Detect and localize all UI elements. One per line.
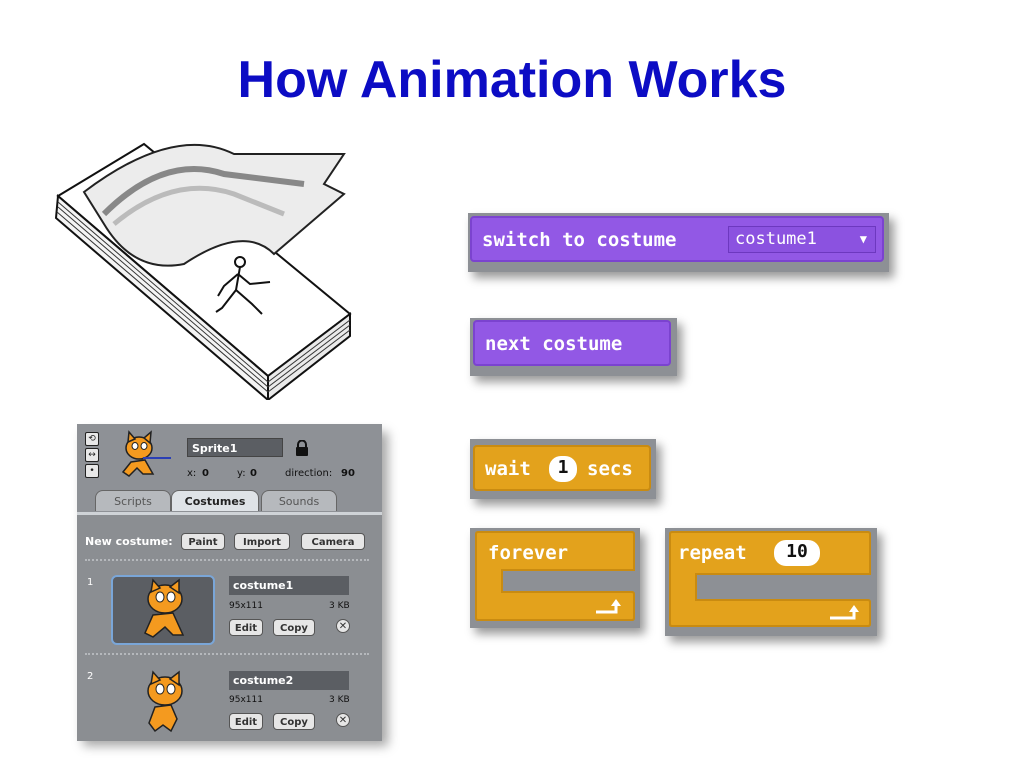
costume1-dimensions: 95x111	[229, 601, 263, 611]
y-value: 0	[250, 468, 257, 479]
sprite-info-header: ⟲ ↔ • Sprite1 x: 0 y: 0 direction: 90 Sc…	[77, 424, 382, 512]
secs-label: secs	[587, 458, 633, 480]
import-button[interactable]: Import	[234, 533, 290, 550]
switch-costume-block[interactable]: switch to costume costume1 ▼	[470, 216, 884, 262]
costumes-pane: New costume: Paint Import Camera 1 costu…	[77, 512, 382, 741]
costume2-dimensions: 95x111	[229, 695, 263, 705]
forever-label: forever	[488, 542, 569, 564]
costume-dropdown-value: costume1	[735, 229, 817, 249]
y-label: y:	[237, 468, 246, 479]
divider	[85, 559, 369, 561]
forever-block[interactable]	[474, 530, 636, 622]
divider	[85, 653, 369, 655]
repeat-label: repeat	[678, 542, 747, 564]
costume1-thumbnail[interactable]	[111, 575, 215, 645]
x-label: x:	[187, 468, 197, 479]
costume2-delete-icon[interactable]: ✕	[336, 713, 350, 727]
wait-block[interactable]: wait 1 secs	[473, 445, 651, 491]
cat-costume2-image[interactable]	[113, 669, 213, 735]
repeat-count-input[interactable]: 10	[774, 540, 820, 566]
costume1-size: 3 KB	[329, 601, 350, 611]
switch-costume-label: switch to costume	[482, 229, 677, 251]
x-value: 0	[202, 468, 209, 479]
sprite-cat-thumbnail	[121, 430, 171, 477]
no-rotate-icon[interactable]: •	[85, 464, 99, 478]
wait-seconds-input[interactable]: 1	[549, 456, 577, 482]
costume1-delete-icon[interactable]: ✕	[336, 619, 350, 633]
paint-button[interactable]: Paint	[181, 533, 225, 550]
dropdown-arrow-icon: ▼	[859, 232, 867, 246]
costume2-edit-button[interactable]: Edit	[229, 713, 263, 730]
next-costume-block[interactable]: next costume	[473, 320, 671, 366]
repeat-block[interactable]	[668, 530, 872, 628]
costume1-edit-button[interactable]: Edit	[229, 619, 263, 636]
rotate-all-around-icon[interactable]: ⟲	[85, 432, 99, 446]
direction-value: 90	[341, 468, 355, 479]
new-costume-label: New costume:	[85, 535, 173, 548]
wait-label: wait	[485, 458, 531, 480]
left-right-flip-icon[interactable]: ↔	[85, 448, 99, 462]
next-costume-label: next costume	[485, 333, 623, 355]
costume2-copy-button[interactable]: Copy	[273, 713, 315, 730]
direction-label: direction:	[285, 468, 333, 479]
sprite-name-field[interactable]: Sprite1	[187, 438, 283, 457]
costume1-copy-button[interactable]: Copy	[273, 619, 315, 636]
costume2-size: 3 KB	[329, 695, 350, 705]
costume1-name-field[interactable]: costume1	[229, 576, 349, 595]
costume2-name-field[interactable]: costume2	[229, 671, 349, 690]
costume-number: 1	[87, 577, 94, 588]
cat-costume1-image	[144, 578, 185, 638]
lock-icon[interactable]	[295, 440, 309, 456]
tab-costumes[interactable]: Costumes	[171, 490, 259, 511]
costume-number: 2	[87, 671, 94, 682]
scratch-sprite-panel: ⟲ ↔ • Sprite1 x: 0 y: 0 direction: 90 Sc…	[77, 424, 382, 741]
tab-scripts[interactable]: Scripts	[95, 490, 171, 511]
costume-dropdown[interactable]: costume1 ▼	[728, 226, 876, 253]
slide-title: How Animation Works	[237, 51, 787, 109]
camera-button[interactable]: Camera	[301, 533, 365, 550]
tab-sounds[interactable]: Sounds	[261, 490, 337, 511]
flipbook-illustration	[54, 142, 352, 400]
